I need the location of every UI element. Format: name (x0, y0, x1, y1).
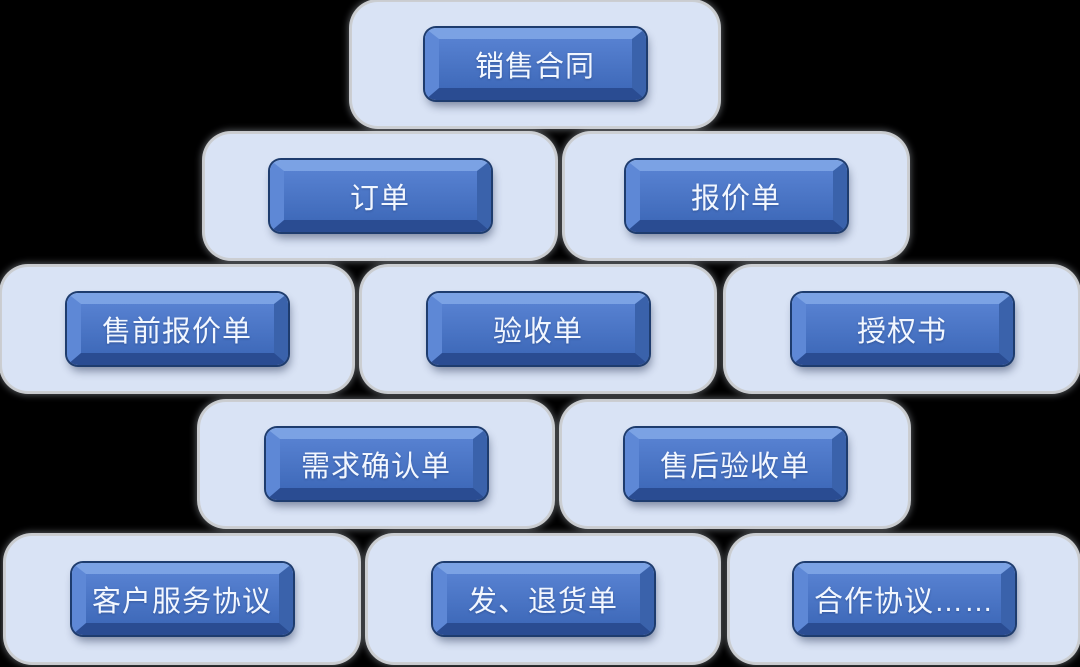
panel-acceptance-form: 验收单 (362, 267, 714, 391)
button-order[interactable]: 订单 (269, 160, 491, 232)
panel-order: 订单 (205, 134, 555, 258)
panel-requirement-confirmation: 需求确认单 (200, 402, 552, 526)
panel-quotation: 报价单 (565, 134, 907, 258)
button-bevel (427, 293, 649, 365)
button-aftersales-acceptance[interactable]: 售后验收单 (624, 428, 846, 500)
button-bevel (624, 428, 846, 500)
panel-aftersales-acceptance: 售后验收单 (562, 402, 908, 526)
button-bevel (793, 563, 1015, 635)
button-requirement-confirmation[interactable]: 需求确认单 (265, 428, 487, 500)
button-authorization-letter[interactable]: 授权书 (791, 293, 1013, 365)
button-shipping-return-form[interactable]: 发、退货单 (432, 563, 654, 635)
button-presales-quotation[interactable]: 售前报价单 (66, 293, 288, 365)
button-label: 客户服务协议 (91, 586, 272, 618)
button-bevel (424, 28, 646, 100)
button-bevel (269, 160, 491, 232)
button-label: 订单 (349, 183, 410, 215)
button-label: 合作协议…… (813, 586, 994, 618)
button-label: 销售合同 (474, 51, 595, 83)
button-bevel (791, 293, 1013, 365)
button-label: 报价单 (690, 183, 781, 215)
button-sales-contract[interactable]: 销售合同 (424, 28, 646, 100)
button-bevel (625, 160, 847, 232)
panel-authorization-letter: 授权书 (726, 267, 1078, 391)
panel-sales-contract: 销售合同 (352, 2, 718, 126)
button-bevel (265, 428, 487, 500)
button-label: 售前报价单 (101, 316, 252, 348)
button-label: 授权书 (856, 316, 947, 348)
button-cooperation-agreement[interactable]: 合作协议…… (793, 563, 1015, 635)
button-acceptance-form[interactable]: 验收单 (427, 293, 649, 365)
panel-presales-quotation: 售前报价单 (2, 267, 352, 391)
panel-shipping-return-form: 发、退货单 (368, 536, 718, 662)
button-quotation[interactable]: 报价单 (625, 160, 847, 232)
button-label: 发、退货单 (467, 586, 618, 618)
panel-cooperation-agreement: 合作协议…… (730, 536, 1078, 662)
button-bevel (71, 563, 293, 635)
button-bevel (66, 293, 288, 365)
button-label: 需求确认单 (300, 451, 451, 483)
button-label: 验收单 (492, 316, 583, 348)
button-customer-service-agreement[interactable]: 客户服务协议 (71, 563, 293, 635)
button-label: 售后验收单 (659, 451, 810, 483)
button-bevel (432, 563, 654, 635)
panel-customer-service-agreement: 客户服务协议 (6, 536, 358, 662)
